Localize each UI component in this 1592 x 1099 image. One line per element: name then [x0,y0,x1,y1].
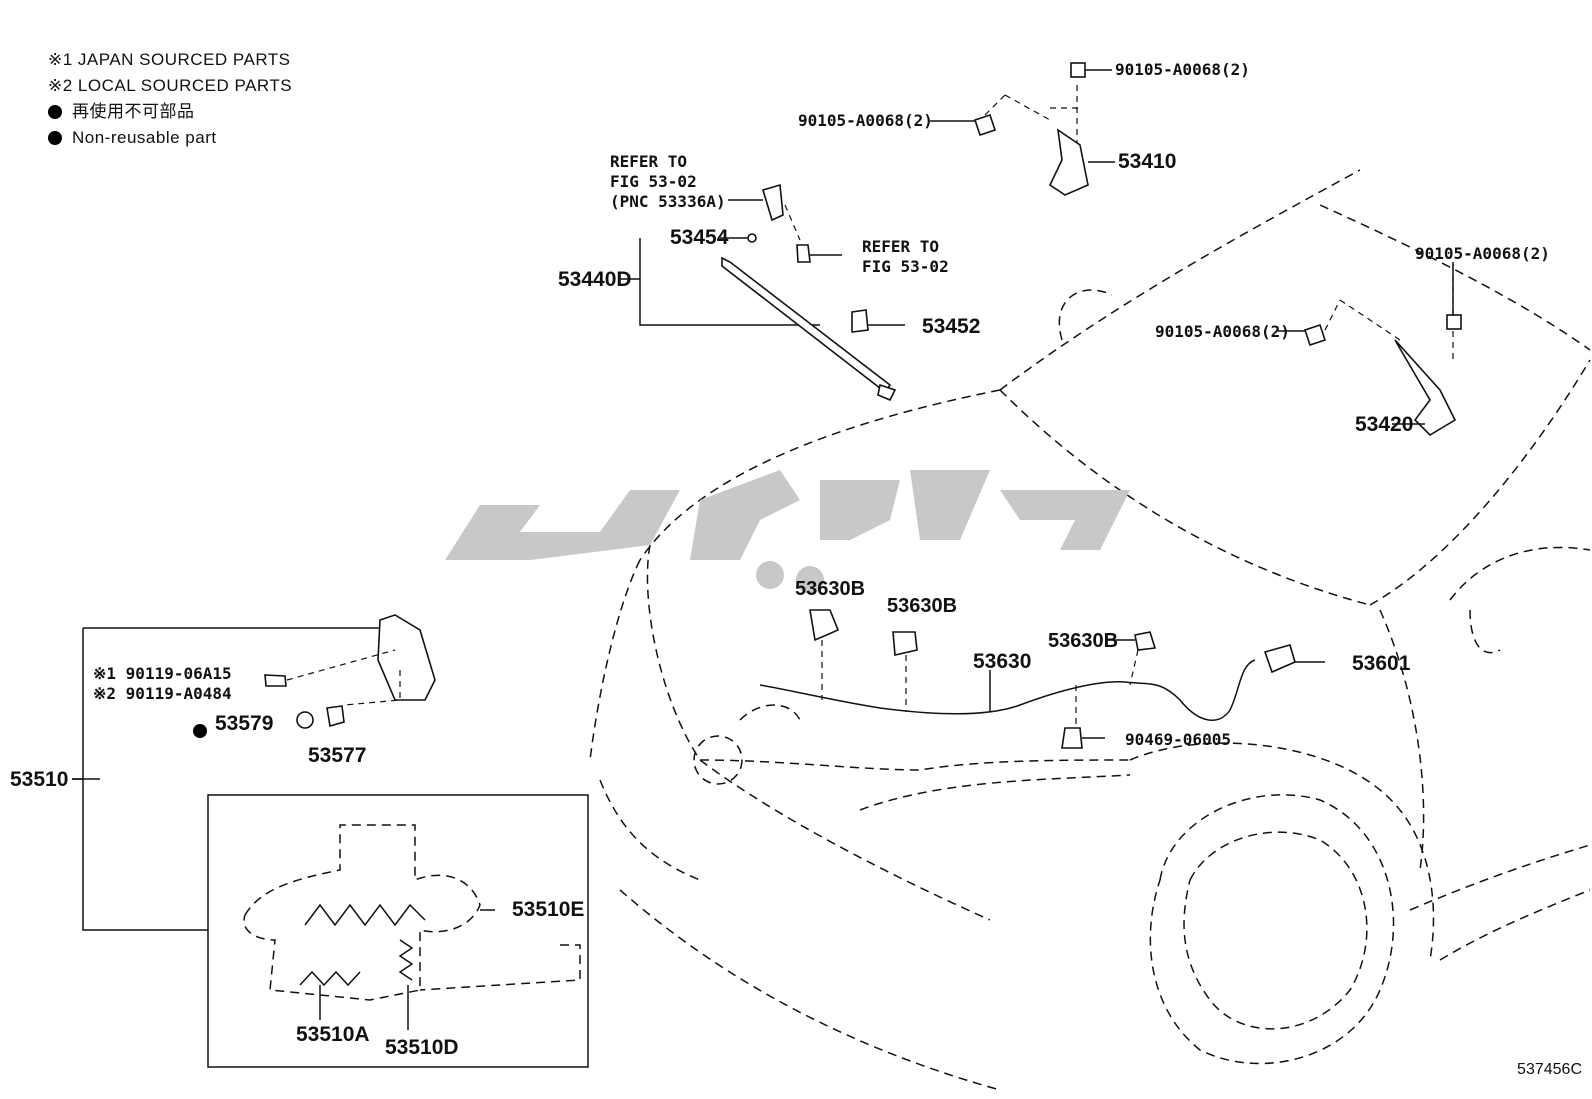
label-refer2-line1: REFER TO [862,237,940,256]
label-53601: 53601 [1352,652,1411,675]
legend-line-4: Non-reusable part [72,128,217,147]
label-90105-left: 90105-A0068(2) [798,111,933,130]
label-53630: 53630 [973,650,1032,673]
non-reusable-bullet-icon [193,724,207,738]
label-90105-right-left: 90105-A0068(2) [1155,322,1290,341]
label-90105-right-top: 90105-A0068(2) [1415,244,1550,263]
label-53630B-3: 53630B [1048,630,1119,652]
label-90119-2: ※2 90119-A0484 [93,684,232,703]
label-53630B-2: 53630B [887,595,958,617]
support-rod-53440D [620,183,905,402]
label-53510: 53510 [10,768,69,791]
label-refer2-line2: FIG 53-02 [862,257,949,276]
label-refer1-line1: REFER TO [610,152,688,171]
bullet-icon [48,105,62,119]
label-53579: 53579 [215,712,274,735]
car-outline [589,169,1591,1091]
watermark-logo [445,470,1130,594]
label-53630B-1: 53630B [795,578,866,600]
label-90119-1: ※1 90119-06A15 [93,664,232,683]
bullet-icon [48,131,62,145]
label-53440D: 53440D [558,268,632,291]
label-53410: 53410 [1118,150,1177,173]
legend-line-1: ※1 JAPAN SOURCED PARTS [48,50,291,69]
label-53452: 53452 [922,315,981,338]
legend: ※1 JAPAN SOURCED PARTS ※2 LOCAL SOURCED … [48,47,292,151]
hinge-53410 [930,62,1115,196]
cable-53630 [759,609,1325,749]
label-53510E: 53510E [512,898,585,921]
hinge-53420 [1278,262,1462,437]
label-refer1-line2: FIG 53-02 [610,172,697,191]
label-refer1-line3: (PNC 53336A) [610,192,726,211]
label-53420: 53420 [1355,413,1414,436]
label-53454: 53454 [670,226,729,249]
label-90105-top: 90105-A0068(2) [1115,60,1250,79]
figure-id: 537456C [1517,1061,1582,1078]
legend-line-3: 再使用不可部品 [72,102,195,121]
label-53510A: 53510A [296,1023,370,1046]
lock-assembly-53510 [72,614,589,1068]
label-53577: 53577 [308,744,367,767]
label-90469: 90469-06005 [1125,730,1231,749]
legend-line-2: ※2 LOCAL SOURCED PARTS [48,76,293,95]
label-53510D: 53510D [385,1036,459,1059]
